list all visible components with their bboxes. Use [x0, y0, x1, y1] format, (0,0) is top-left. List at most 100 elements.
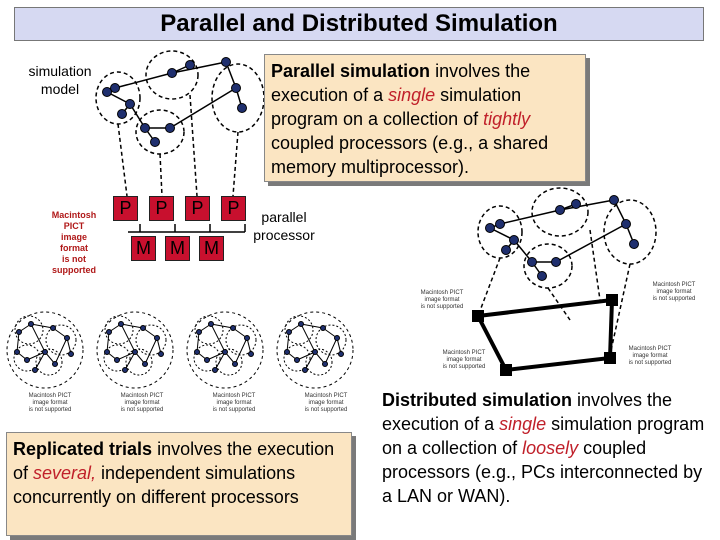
replicated-graph-cluster [125, 348, 153, 376]
replicated-graph-edge [196, 331, 200, 353]
processor-4: P [221, 196, 246, 221]
replicated-graph-edge [30, 323, 46, 353]
pict-line2: image format [656, 289, 692, 295]
replicated-graph-node [104, 349, 110, 355]
replicated-graph-edge [300, 323, 324, 329]
replicated-graph-node [140, 325, 146, 331]
pict-line1: Macintosh PICT [120, 393, 164, 399]
replicated-graph-node [16, 329, 22, 335]
replicated-graph-node [114, 357, 120, 363]
replicated-graph-edge [286, 331, 290, 353]
replicated-graph-node [294, 357, 300, 363]
replicated-graph-edge [324, 337, 338, 365]
replicated-graph-node [118, 321, 124, 327]
replicated-graph-node [28, 321, 34, 327]
memory-1: M [131, 236, 156, 261]
replicated-graph-cluster [283, 344, 311, 372]
pict-line1: Macintosh PICT [304, 393, 348, 399]
replicated-graph-cluster [305, 348, 333, 376]
replicated-graph-boundary [96, 311, 174, 389]
replicated-graph-edge [296, 351, 316, 361]
replicated-graph-edge [206, 351, 226, 361]
replicated-graph-cluster [225, 324, 257, 356]
pict-placeholder-dist-2: Macintosh PICT image format is not suppo… [646, 282, 702, 303]
replicated-graph-node [232, 361, 238, 367]
replicated-graph-node [194, 349, 200, 355]
pict-line1: Macintosh PICT [51, 210, 97, 231]
simulation-model-label-line2: model [40, 81, 80, 97]
replicated-graph-1 [6, 311, 84, 389]
replicated-graph-edge [300, 323, 316, 353]
replicated-graph-node [298, 321, 304, 327]
pict-line1: Macintosh PICT [628, 346, 672, 352]
pict-placeholder-dist-1: Macintosh PICT image format is not suppo… [414, 290, 470, 311]
pict-placeholder-rep-2: Macintosh PICT image format is not suppo… [112, 393, 172, 414]
replicated-graph-boundary [186, 311, 264, 389]
replicated-graph-node [286, 329, 292, 335]
pict-placeholder-rep-1: Macintosh PICT image format is not suppo… [20, 393, 80, 414]
pict-line3: is not supported [628, 360, 672, 366]
replicated-graph-edge [120, 323, 144, 329]
pict-line1: Macintosh PICT [652, 282, 696, 288]
pict-placeholder-left: Macintosh PICT image format is not suppo… [46, 210, 102, 276]
replicated-graph-node [322, 361, 328, 367]
replicated-graph-4 [276, 311, 354, 389]
replicated-graph-cluster [13, 344, 41, 372]
distributed-text-3: coupled processors (e.g., PCs interconne… [382, 438, 703, 506]
replicated-graph-node [158, 351, 164, 357]
replicated-trials-term: Replicated trials [13, 439, 153, 459]
parallel-text-2: simulation program on a collection of [271, 85, 522, 129]
pict-line3: is not supported [52, 254, 96, 275]
simulation-model-nodes [102, 57, 247, 147]
memory-3: M [199, 236, 224, 261]
page-title: Parallel and Distributed Simulation [14, 7, 704, 41]
replicated-graph-edge [210, 323, 234, 329]
replicated-graph-node [284, 349, 290, 355]
replicated-trials-graphs [6, 311, 354, 389]
replicated-emphasis-several: several, [33, 463, 97, 483]
pict-line2: image format [632, 353, 668, 359]
parallel-processor-label-line1: parallel [261, 209, 307, 225]
pict-line3: is not supported [120, 407, 164, 413]
replicated-graph-node [142, 361, 148, 367]
replicated-text-2: independent simulations concurrently on … [13, 463, 299, 507]
parallel-text-1: involves the execution of a [271, 61, 531, 105]
replicated-graph-node [32, 367, 38, 373]
simulation-model-graph [95, 50, 265, 197]
replicated-graph-edge [30, 323, 54, 329]
replicated-graph-node [302, 367, 308, 373]
replicated-graph-node [52, 361, 58, 367]
pict-line1: Macintosh PICT [28, 393, 72, 399]
replicated-graph-node [338, 351, 344, 357]
replicated-graph-node [64, 335, 70, 341]
distributed-graph [477, 187, 657, 356]
replicated-graph-node [196, 329, 202, 335]
replicated-graph-node [42, 349, 48, 355]
replicated-graph-edge [124, 351, 136, 371]
replicated-graph-cluster [35, 348, 63, 376]
pict-line1: Macintosh PICT [420, 290, 464, 296]
replicated-graph-node [222, 349, 228, 355]
parallel-processor-label-line2: processor [253, 227, 315, 243]
distributed-simulation-term: Distributed simulation [382, 390, 573, 410]
processor-1: P [113, 196, 138, 221]
replicated-graph-node [248, 351, 254, 357]
replicated-graph-node [230, 325, 236, 331]
pict-line3: is not supported [420, 304, 464, 310]
replicated-graph-edge [234, 337, 248, 365]
simulation-model-label-line1: simulation [28, 63, 92, 79]
replicated-graph-edge [16, 331, 20, 353]
pict-line2: image format [424, 297, 460, 303]
distributed-simulation-text: Distributed simulation involves the exec… [382, 388, 706, 508]
replicated-graph-node [212, 367, 218, 373]
pict-line3: is not supported [212, 407, 256, 413]
parallel-simulation-term: Parallel simulation [271, 61, 431, 81]
pict-line1: Macintosh PICT [212, 393, 256, 399]
pict-line2: image format [308, 400, 344, 406]
replicated-graph-cluster [135, 324, 167, 356]
pict-line3: is not supported [304, 407, 348, 413]
replicated-graph-edge [34, 351, 46, 371]
replicated-graph-node [204, 357, 210, 363]
replicated-graph-cluster [215, 348, 243, 376]
pict-line2: image format [216, 400, 252, 406]
